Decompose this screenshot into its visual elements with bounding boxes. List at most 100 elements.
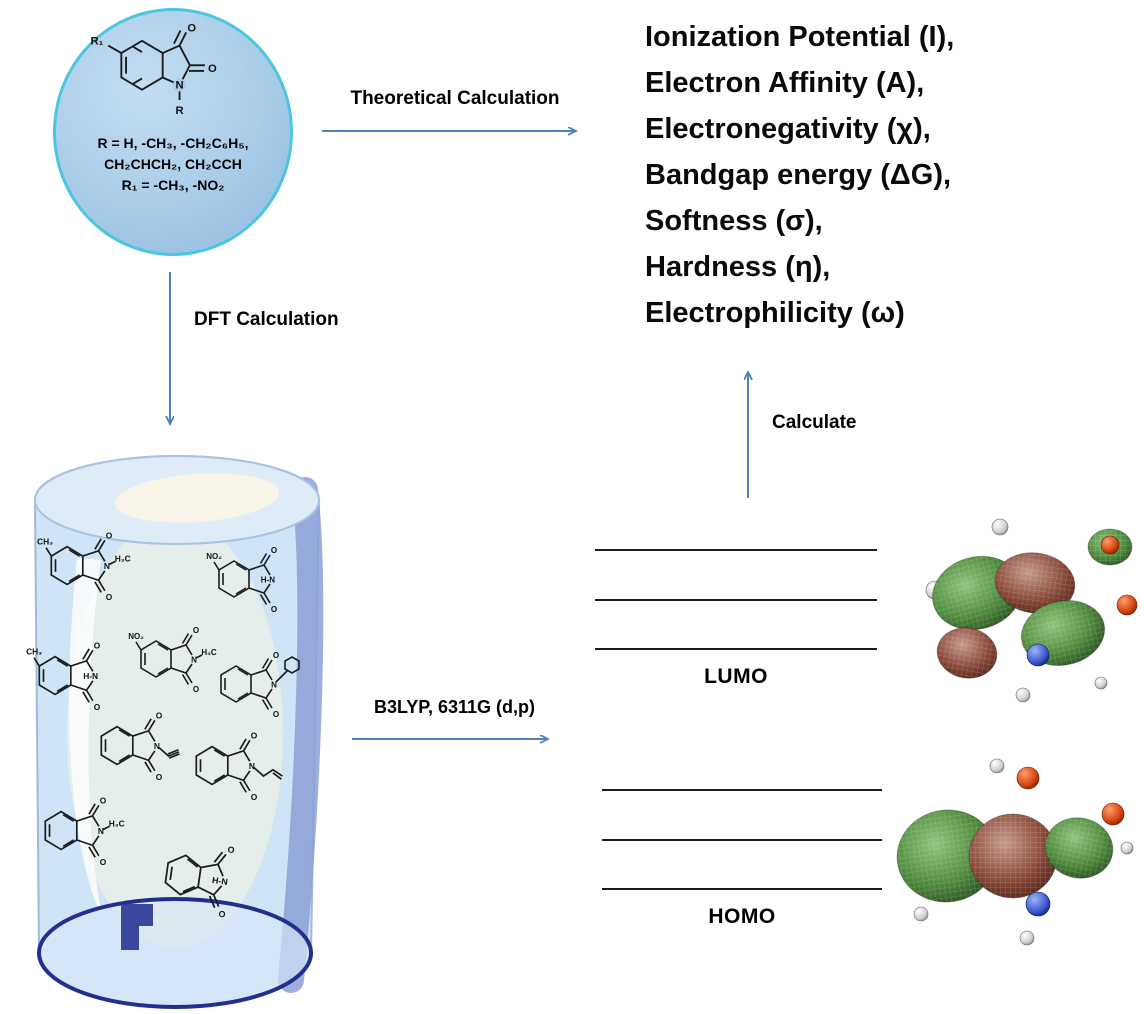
cylinder-side-band — [278, 477, 324, 993]
m9-nh: H-N — [211, 875, 228, 887]
molecule-cylinder: CH₃ H₃C N O O NO₂ H-N O O CH₃ H-N O — [25, 448, 330, 1014]
cylinder-inner-glow — [67, 518, 283, 948]
hydrogen-atom-sphere — [1094, 676, 1108, 690]
n-atom-label: N — [176, 80, 184, 92]
m8-n-sub: H₃C — [109, 818, 125, 828]
m1-o1: O — [106, 530, 113, 540]
cylinder-top-swirl — [115, 473, 279, 523]
hydrogen-atom-sphere — [913, 906, 929, 922]
m6-o2: O — [156, 772, 163, 782]
oxygen-atom-sphere — [1101, 802, 1125, 826]
m3-o1: O — [94, 640, 101, 650]
molecule-m1: CH₃ H₃C N O O — [37, 530, 131, 602]
cylinder-bottom-mark — [121, 904, 153, 950]
molecule-m9: H-N O O — [162, 844, 235, 920]
property-electronegativity: Electronegativity (χ), — [645, 113, 931, 145]
m4-ring-sub: NO₂ — [128, 632, 144, 641]
m3-nh: H-N — [83, 671, 98, 681]
m9-o1: O — [227, 844, 235, 855]
homo-levels: HOMO — [602, 789, 882, 939]
orbital-lobe-green — [896, 809, 998, 903]
molecule-m8: H₃C N O O — [44, 795, 125, 867]
m8-n: N — [98, 826, 104, 836]
cylinder-highlight — [69, 558, 103, 920]
substituent-line-2: CH₂CHCH₂, CH₂CCH — [104, 156, 242, 172]
n-atom-mask — [173, 78, 187, 92]
m7-n: N — [249, 761, 255, 771]
property-ionization-potential: Ionization Potential (I), — [645, 21, 955, 53]
orbital-lobe-maroon — [994, 552, 1076, 614]
substituent-line-3: R₁ = -CH₃, -NO₂ — [121, 177, 225, 193]
m2-o2: O — [271, 605, 277, 614]
orbital-lobe-maroon — [968, 813, 1058, 899]
molecule-m4: NO₂ H₃C N O O — [128, 626, 217, 694]
m9-o2: O — [218, 909, 226, 920]
calculate-label: Calculate — [772, 412, 857, 433]
properties-list: Ionization Potential (I), Electron Affin… — [645, 14, 954, 336]
m4-n-sub: H₃C — [201, 648, 216, 657]
oxygen-atom-sphere — [1116, 594, 1138, 616]
oxygen-atom-sphere — [1016, 766, 1040, 790]
hydrogen-atom-sphere — [989, 758, 1005, 774]
r-group-label: R — [176, 105, 184, 117]
m1-ring-sub: CH₃ — [37, 537, 53, 547]
homo-level-line-1 — [602, 789, 882, 791]
m1-n: N — [104, 561, 110, 571]
m7-o1: O — [251, 730, 258, 740]
isatin-skeleton — [107, 30, 205, 101]
m1-n-sub: H₃C — [115, 553, 131, 563]
m6-n: N — [154, 741, 160, 751]
theoretical-calculation-label: Theoretical Calculation — [350, 88, 560, 109]
m8-o2: O — [100, 857, 107, 867]
o-atom-label-right: O — [208, 63, 217, 75]
substituent-definitions: R = H, -CH₃, -CH₂C₆H₅, CH₂CHCH₂, CH₂CCH … — [56, 133, 290, 196]
b3lyp-label: B3LYP, 6311G (d,p) — [373, 697, 536, 717]
nitrogen-atom-sphere — [1025, 891, 1051, 917]
property-electrophilicity: Electrophilicity (ω) — [645, 297, 905, 329]
m7-o2: O — [251, 792, 258, 802]
property-bandgap-energy: Bandgap energy (ΔG), — [645, 159, 952, 191]
m4-o1: O — [193, 626, 199, 635]
lumo-levels: LUMO — [595, 549, 877, 699]
homo-label: HOMO — [708, 905, 776, 928]
m5-o2: O — [273, 710, 279, 719]
reactant-bubble: N O O R R₁ R = H, -CH₃, -CH₂C₆H₅, CH₂CHC… — [53, 8, 293, 256]
substituent-line-1: R = H, -CH₃, -CH₂C₆H₅, — [97, 135, 249, 151]
hydrogen-atom-sphere — [1015, 687, 1031, 703]
property-electron-affinity: Electron Affinity (A), — [645, 67, 925, 99]
molecule-m2: NO₂ H-N O O — [206, 546, 277, 614]
m2-ring-sub: NO₂ — [206, 552, 222, 561]
molecule-m7-allyl: N O O — [195, 730, 283, 802]
oxygen-atom-sphere — [1100, 535, 1120, 555]
m4-n: N — [191, 656, 197, 665]
lumo-label: LUMO — [704, 665, 768, 688]
dft-calculation-label: DFT Calculation — [194, 309, 339, 330]
hydrogen-atom-sphere — [1120, 841, 1134, 855]
lumo-orbital-image — [925, 518, 1138, 703]
m6-o1: O — [156, 710, 163, 720]
nitrogen-atom-sphere — [1026, 643, 1050, 667]
molecule-m5-benzyl: N O O — [220, 651, 300, 719]
homo-level-line-3 — [602, 888, 882, 890]
lumo-level-line-3 — [595, 648, 877, 650]
m8-o1: O — [100, 795, 107, 805]
lumo-level-line-2 — [595, 599, 877, 601]
orbital-lobe-maroon — [936, 627, 998, 679]
lumo-level-line-1 — [595, 549, 877, 551]
m5-o1: O — [273, 651, 279, 660]
o-atom-label-top: O — [187, 23, 196, 34]
m5-n: N — [271, 681, 277, 690]
m3-o2: O — [94, 702, 101, 712]
property-softness: Softness (σ), — [645, 205, 823, 237]
m1-o2: O — [106, 592, 113, 602]
molecule-m6-propargyl: N O O — [100, 710, 180, 782]
homo-orbital-image — [896, 758, 1134, 946]
m4-o2: O — [193, 685, 199, 694]
property-hardness: Hardness (η), — [645, 251, 831, 283]
hydrogen-atom-sphere — [991, 518, 1009, 536]
homo-level-line-2 — [602, 839, 882, 841]
cylinder-bottom-rim — [37, 897, 313, 1009]
hydrogen-atom-sphere — [1019, 930, 1035, 946]
m2-nh: H-N — [261, 576, 275, 585]
